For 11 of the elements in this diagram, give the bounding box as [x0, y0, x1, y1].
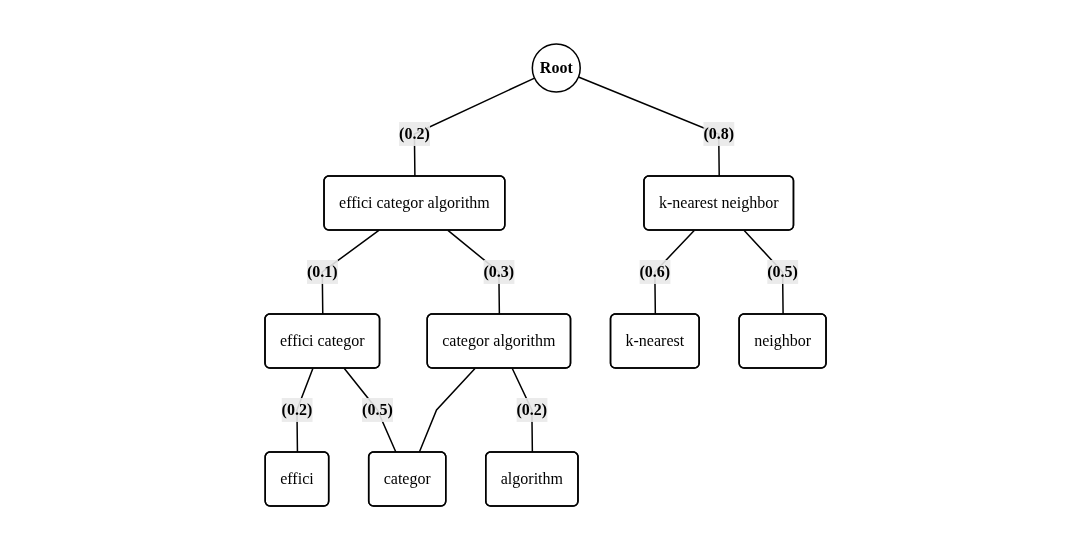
node-label: (0.5) [767, 262, 799, 280]
node-label: (0.6) [639, 262, 671, 280]
node-circle: Root [532, 42, 582, 93]
node-label: (0.5) [362, 400, 394, 418]
node-label: (0.2) [282, 400, 313, 418]
node-label: (0.1) [307, 262, 339, 280]
node-label: (0.2) [399, 124, 431, 142]
node-label: (0.2) [517, 400, 548, 418]
connector [418, 367, 477, 453]
node-label: (0.3) [484, 262, 515, 280]
node-label: (0.8) [703, 124, 735, 142]
